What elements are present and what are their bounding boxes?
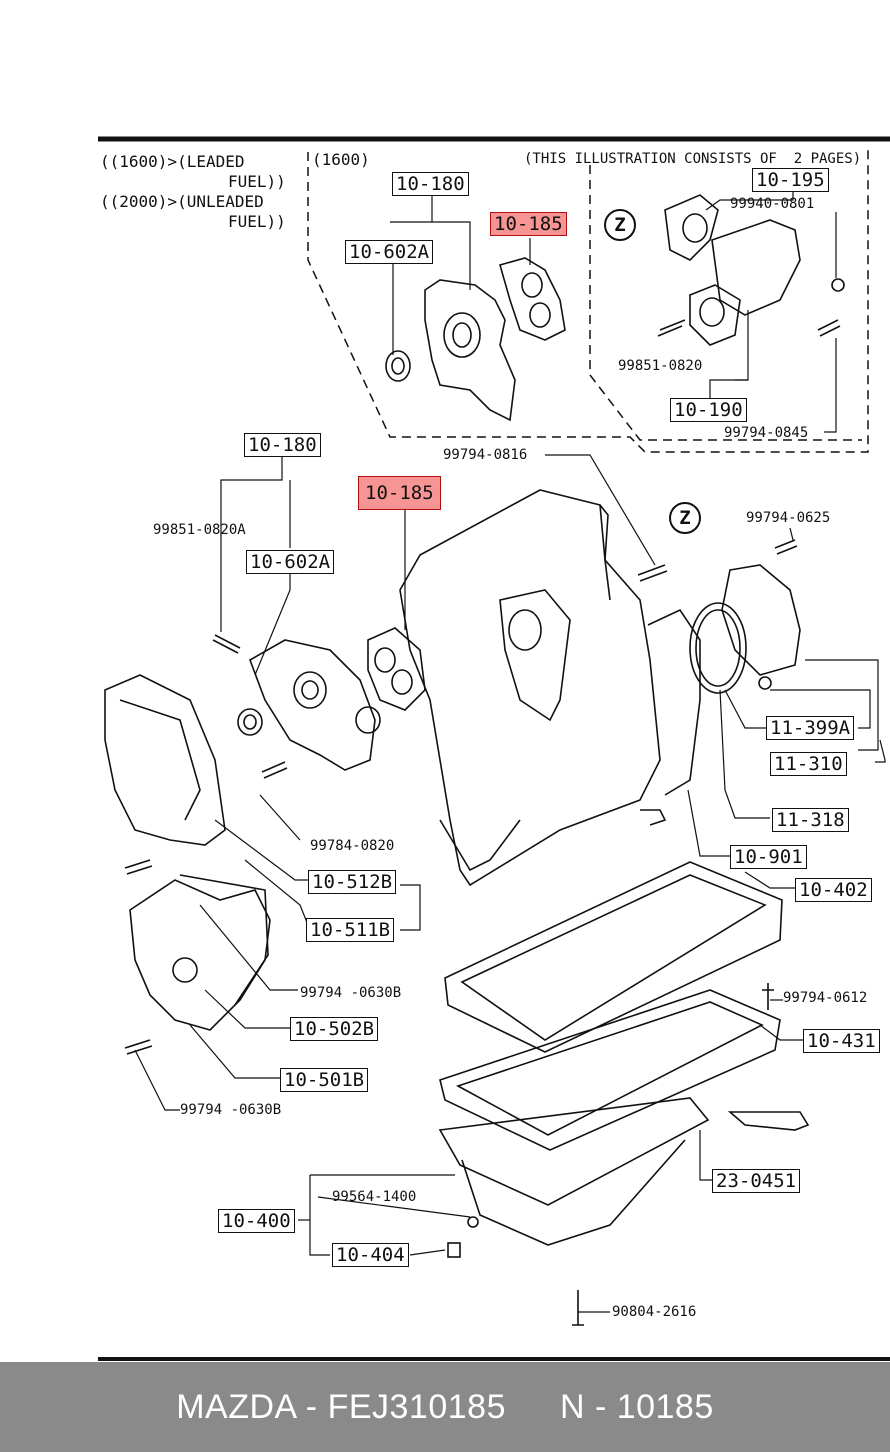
part-10-512b[interactable]: 10-512B [308,870,397,894]
part-10-901[interactable]: 10-901 [730,845,807,869]
inset-part-10-195[interactable]: 10-195 [752,168,829,192]
inset-part-10-180[interactable]: 10-180 [392,172,469,196]
part-10-402[interactable]: 10-402 [795,878,872,902]
part-10-511b[interactable]: 10-511B [306,918,395,942]
part-10-502b[interactable]: 10-502B [290,1017,379,1041]
note-1600-leaded: ((1600)>(LEADED [100,152,245,171]
main-front-cover [212,634,381,779]
parts-diagram: ((1600)>(LEADED FUEL)) ((2000)>(UNLEADED… [98,136,890,1361]
part-23-0451[interactable]: 23-0451 [712,1169,801,1193]
footer-bar: MAZDA - FEJ310185 N - 10185 [0,1362,890,1452]
inset-thermostat [657,194,845,346]
bolt-99794-0630b-upper: 99794 -0630B [300,985,402,1001]
note-fuel-1: FUEL)) [228,172,286,191]
rear-seal [637,539,801,796]
pages-note: (THIS ILLUSTRATION CONSISTS OF 2 PAGES) [524,151,862,167]
note-2000-unleaded: ((2000)>(UNLEADED [100,192,264,211]
timing-covers [104,674,271,1055]
part-10-602a[interactable]: 10-602A [246,550,335,574]
bolt-99784-0820: 99784-0820 [310,838,395,854]
inset-bolt-99940-0801: 99940-0801 [730,196,815,212]
bolt-99794-0625: 99794-0625 [746,510,831,526]
z-marker: Z [669,502,701,534]
part-10-400[interactable]: 10-400 [218,1209,295,1233]
inset-part-10-602a[interactable]: 10-602A [345,240,434,264]
bolt-99851-0820a: 99851-0820A [153,522,246,538]
bolt-99794-0630b-lower: 99794 -0630B [180,1102,282,1118]
part-11-310[interactable]: 11-310 [770,752,847,776]
part-11-318[interactable]: 11-318 [772,808,849,832]
part-10-431[interactable]: 10-431 [803,1029,880,1053]
bolt-99564-1400: 99564-1400 [332,1189,417,1205]
bolt-99794-0612: 99794-0612 [783,990,868,1006]
main-gasket [367,627,426,711]
inset-z-marker: Z [604,209,636,241]
oil-pan [438,861,810,1326]
inset-variant-label: (1600) [312,150,370,169]
inset-part-10-185-highlighted[interactable]: 10-185 [490,212,567,236]
footer-brand-part: MAZDA - FEJ310185 [176,1388,506,1426]
bolt-99794-0816: 99794-0816 [443,447,528,463]
inset-part-10-190[interactable]: 10-190 [670,398,747,422]
part-10-185-highlighted[interactable]: 10-185 [358,476,441,510]
footer-ref: N - 10185 [559,1388,714,1426]
inset-bolt-99851-0820: 99851-0820 [618,358,703,374]
bolt-90804-2616: 90804-2616 [612,1304,697,1320]
diagram-drawing [98,136,890,1361]
inset-outline [307,150,869,453]
part-10-180[interactable]: 10-180 [244,433,321,457]
note-fuel-2: FUEL)) [228,212,286,231]
inset-front-cover [385,279,516,422]
inset-bolt-99794-0845: 99794-0845 [724,425,809,441]
part-10-404[interactable]: 10-404 [332,1243,409,1267]
engine-block [399,489,667,887]
leader-lines [134,192,886,1313]
inset-gasket [499,257,566,341]
part-10-501b[interactable]: 10-501B [280,1068,369,1092]
part-11-399a[interactable]: 11-399A [766,716,855,740]
